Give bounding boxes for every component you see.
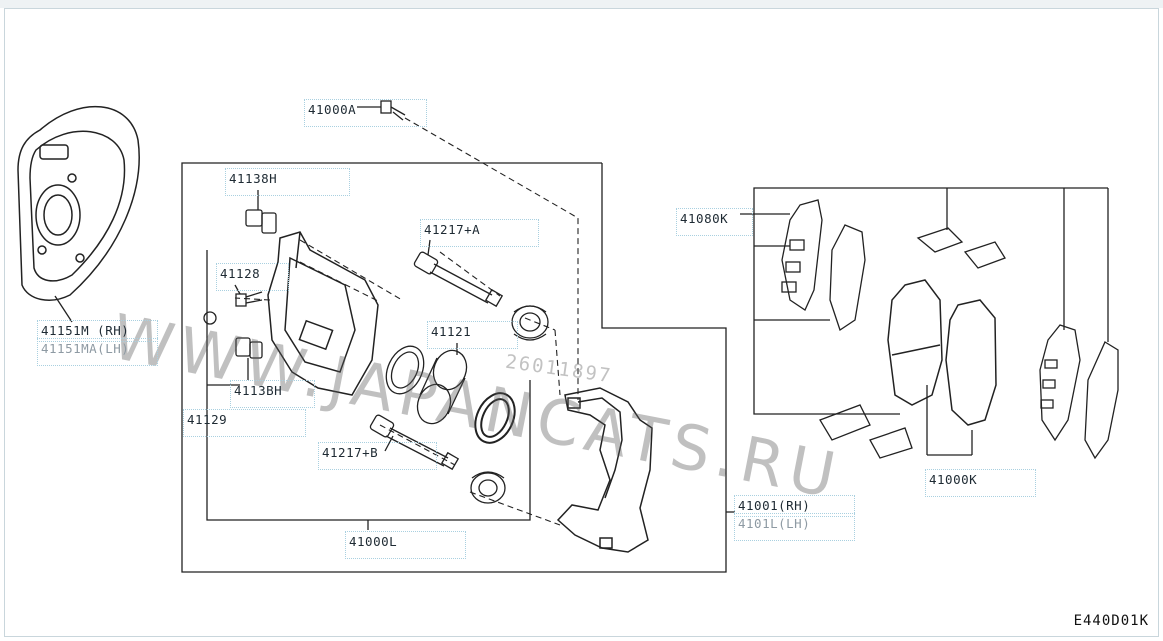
- part-label-41138h-lower[interactable]: 4113BH: [230, 380, 315, 408]
- dust-seal-shape: [474, 392, 516, 444]
- part-label-41217a[interactable]: 41217+A: [420, 219, 539, 247]
- part-label-41129[interactable]: 41129: [183, 409, 306, 437]
- bolt-41138h-shape: [245, 209, 277, 234]
- shim-right-shape: [1039, 324, 1081, 442]
- bleeder-shape: [203, 291, 263, 325]
- caliper-assembly-bracket: [181, 162, 727, 573]
- pad-kit-bracket: [753, 187, 1108, 415]
- pin-boot-bottom-shape: [470, 471, 506, 504]
- piston-shape: [416, 343, 468, 425]
- clip-bottom-shape: [819, 404, 913, 459]
- shim-left-2-shape: [829, 224, 866, 332]
- part-label-41011-lh[interactable]: 4101L(LH): [734, 513, 855, 541]
- guide-pin-b-shape: [369, 414, 460, 471]
- part-label-41128[interactable]: 41128: [216, 263, 289, 291]
- part-label-41001-rh[interactable]: 41001(RH): [734, 495, 855, 517]
- shim-right-2-shape: [1084, 341, 1119, 460]
- diagram-code: E440D01K: [1073, 613, 1149, 629]
- caliper-bracket-shape: [556, 387, 653, 553]
- part-label-41151ma[interactable]: 41151MA(LH): [37, 338, 158, 366]
- diagram-frame: [4, 8, 1159, 637]
- clip-top-shape: [916, 227, 1006, 269]
- caliper-body-shape: [267, 231, 379, 396]
- guide-pin-a-shape: [413, 251, 504, 308]
- dust-shield-shape: [17, 105, 140, 301]
- shim-left-shape: [781, 199, 823, 311]
- part-label-41121[interactable]: 41121: [427, 321, 518, 349]
- part-label-41000l[interactable]: 41000L: [345, 531, 466, 559]
- piston-seal-shape: [385, 345, 425, 395]
- part-label-41000a[interactable]: 41000A: [304, 99, 427, 127]
- pad-a-shape: [887, 279, 943, 406]
- pad-b-shape: [945, 299, 997, 426]
- part-label-41080k[interactable]: 41080K: [676, 208, 753, 236]
- part-label-41151m[interactable]: 41151M (RH): [37, 320, 158, 342]
- part-label-41217b[interactable]: 41217+B: [318, 442, 437, 470]
- part-label-41000k[interactable]: 41000K: [925, 469, 1036, 497]
- part-label-41138h[interactable]: 41138H: [225, 168, 350, 196]
- bolt-lower-shape: [235, 337, 263, 359]
- top-bar: [0, 0, 1163, 8]
- pin-boot-top-shape: [511, 305, 549, 341]
